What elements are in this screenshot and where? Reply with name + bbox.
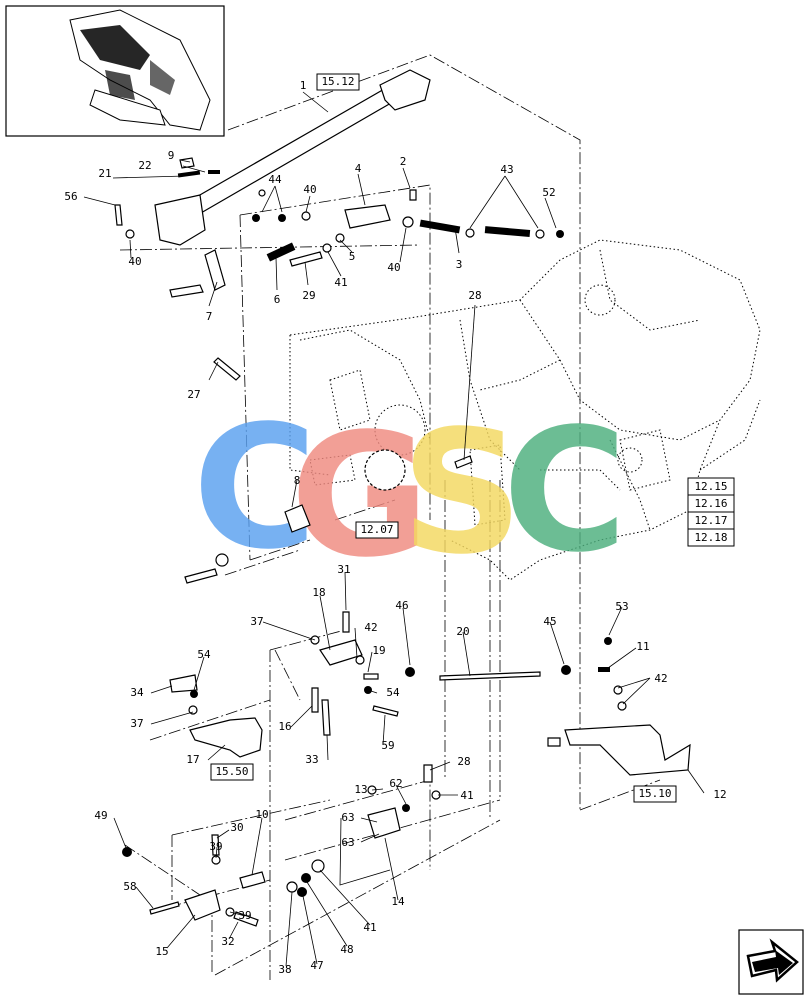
callout-11: 11 bbox=[636, 640, 649, 653]
callout-33: 33 bbox=[305, 753, 318, 766]
callout-28-bottom: 28 bbox=[457, 755, 470, 768]
part-3-spring-left bbox=[419, 219, 461, 234]
callout-63-top: 63 bbox=[341, 811, 354, 824]
callout-52: 52 bbox=[542, 186, 555, 199]
gear bbox=[364, 449, 406, 491]
callout-34: 34 bbox=[130, 686, 144, 699]
callout-29: 29 bbox=[302, 289, 315, 302]
callout-27: 27 bbox=[187, 388, 200, 401]
callout-41-a: 41 bbox=[334, 276, 347, 289]
callout-30: 30 bbox=[230, 821, 243, 834]
ref-12-07[interactable]: 12.07 bbox=[360, 523, 393, 536]
callout-17: 17 bbox=[186, 753, 199, 766]
part-6-spring bbox=[266, 242, 296, 262]
part-4-bracket bbox=[344, 204, 391, 229]
callout-62: 62 bbox=[389, 777, 402, 790]
leader-lines bbox=[83, 91, 705, 967]
callout-49: 49 bbox=[94, 809, 107, 822]
ref-15-12[interactable]: 15.12 bbox=[321, 75, 354, 88]
next-page-arrow[interactable] bbox=[738, 929, 804, 995]
callout-38: 38 bbox=[278, 963, 291, 976]
callout-40-b: 40 bbox=[128, 255, 141, 268]
callout-10: 10 bbox=[255, 808, 268, 821]
watermark-letter-1: C bbox=[193, 389, 318, 587]
watermark-letter-3: S bbox=[401, 394, 523, 592]
callout-20: 20 bbox=[456, 625, 469, 638]
chassis-frame bbox=[289, 239, 761, 581]
callout-9: 9 bbox=[168, 149, 175, 162]
part-3-spring-right bbox=[484, 226, 531, 237]
watermark-letter-4: C bbox=[503, 392, 628, 590]
part-7-bracket bbox=[204, 249, 226, 291]
part-15-bracket bbox=[184, 889, 221, 921]
callout-2: 2 bbox=[400, 155, 407, 168]
ref-12-18[interactable]: 12.18 bbox=[694, 531, 727, 544]
callout-18: 18 bbox=[312, 586, 325, 599]
callout-1: 1 bbox=[300, 79, 307, 92]
watermark-letter-2: G bbox=[290, 397, 430, 595]
assembly-boundaries bbox=[119, 54, 661, 980]
ref-15-10[interactable]: 15.10 bbox=[638, 787, 671, 800]
part-9 bbox=[179, 157, 195, 169]
reference-boxes: 15.12 12.07 12.15 12.16 12.17 12.18 15.5… bbox=[210, 73, 735, 803]
callout-43: 43 bbox=[500, 163, 513, 176]
callout-21: 21 bbox=[98, 167, 111, 180]
part-10-plate bbox=[239, 871, 266, 889]
callout-5: 5 bbox=[349, 250, 356, 263]
callout-47: 47 bbox=[310, 959, 323, 972]
part-8-bushing bbox=[284, 504, 311, 533]
callout-39-top: 39 bbox=[209, 840, 222, 853]
part-17-actuator bbox=[189, 717, 263, 758]
callout-13: 13 bbox=[354, 783, 367, 796]
callout-28-top: 28 bbox=[468, 289, 481, 302]
watermark: C G S C bbox=[193, 389, 628, 595]
callout-58: 58 bbox=[123, 880, 136, 893]
callout-46: 46 bbox=[395, 599, 408, 612]
part-18-lever bbox=[319, 639, 363, 666]
callout-37-bottom: 37 bbox=[130, 717, 143, 730]
callout-16: 16 bbox=[278, 720, 291, 733]
callout-45: 45 bbox=[543, 615, 556, 628]
callout-44: 44 bbox=[268, 173, 282, 186]
callout-3: 3 bbox=[456, 258, 463, 271]
callout-14: 14 bbox=[391, 895, 405, 908]
callout-6: 6 bbox=[274, 293, 281, 306]
callout-42-b: 42 bbox=[654, 672, 667, 685]
callout-22: 22 bbox=[138, 159, 151, 172]
callouts: 1 2 3 4 5 6 7 8 9 10 11 12 13 14 15 16 1… bbox=[64, 79, 726, 976]
callout-53: 53 bbox=[615, 600, 628, 613]
callout-48: 48 bbox=[340, 943, 353, 956]
callout-40-a: 40 bbox=[303, 183, 316, 196]
inset-thumbnail bbox=[5, 5, 225, 137]
callout-4: 4 bbox=[355, 162, 362, 175]
callout-42-a: 42 bbox=[364, 621, 377, 634]
callout-56: 56 bbox=[64, 190, 77, 203]
callout-59: 59 bbox=[381, 739, 394, 752]
callout-7: 7 bbox=[206, 310, 213, 323]
ref-12-17[interactable]: 12.17 bbox=[694, 514, 727, 527]
callout-32: 32 bbox=[221, 935, 234, 948]
callout-37-top: 37 bbox=[250, 615, 263, 628]
callout-19: 19 bbox=[372, 644, 385, 657]
callout-15: 15 bbox=[155, 945, 168, 958]
part-2-pin bbox=[409, 189, 417, 201]
callout-8: 8 bbox=[294, 474, 301, 487]
callout-40-c: 40 bbox=[387, 261, 400, 274]
callout-39-bottom: 39 bbox=[238, 909, 251, 922]
callout-54-bottom: 54 bbox=[386, 686, 400, 699]
callout-54-top: 54 bbox=[197, 648, 211, 661]
callout-31: 31 bbox=[337, 563, 350, 576]
part-12-linkage bbox=[564, 724, 691, 776]
part-20-rod bbox=[439, 671, 541, 681]
callout-41-b: 41 bbox=[460, 789, 473, 802]
callout-63-bottom: 63 bbox=[341, 836, 354, 849]
callout-12: 12 bbox=[713, 788, 726, 801]
part-14-bracket bbox=[367, 807, 401, 839]
callout-41-c: 41 bbox=[363, 921, 376, 934]
ref-12-16[interactable]: 12.16 bbox=[694, 497, 727, 510]
ref-15-50[interactable]: 15.50 bbox=[215, 765, 248, 778]
ref-12-15[interactable]: 12.15 bbox=[694, 480, 727, 493]
